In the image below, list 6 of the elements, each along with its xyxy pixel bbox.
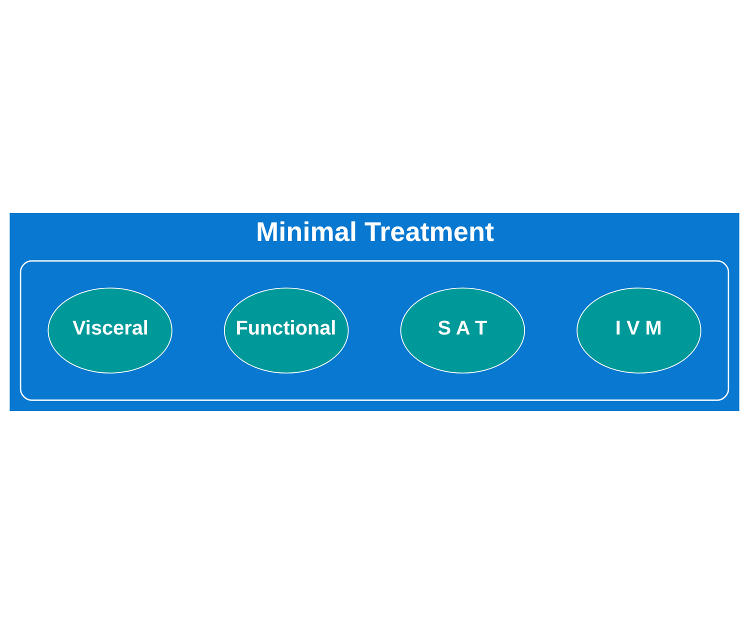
cluster [20,260,730,400]
diagram-title: Minimal Treatment [256,216,494,247]
node-ellipse: S A T [400,287,526,373]
node-ellipse: Visceral [48,287,172,373]
node-ellipse: I V M [576,287,702,373]
node-ellipse: Functional [224,287,349,373]
